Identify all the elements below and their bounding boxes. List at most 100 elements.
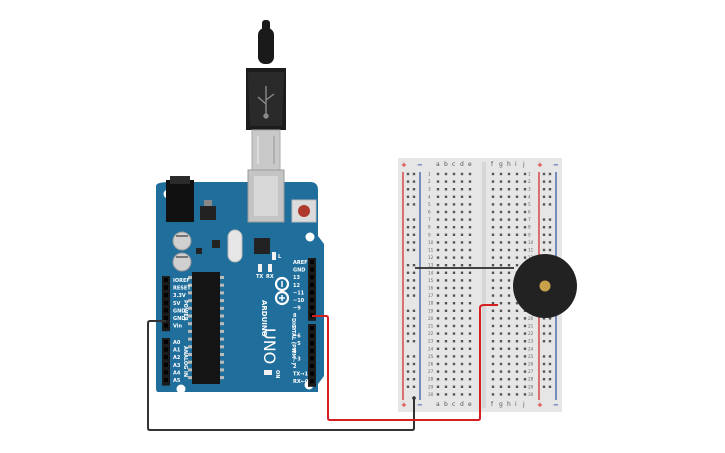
breadboard-hole[interactable] bbox=[452, 340, 456, 343]
breadboard-hole[interactable] bbox=[499, 362, 503, 366]
rail-hole[interactable] bbox=[412, 226, 416, 229]
breadboard-hole[interactable] bbox=[460, 195, 464, 198]
breadboard-hole[interactable] bbox=[460, 210, 464, 214]
breadboard-hole[interactable] bbox=[523, 378, 527, 381]
breadboard-hole[interactable] bbox=[436, 248, 440, 252]
breadboard-hole[interactable] bbox=[460, 256, 464, 259]
header-socket[interactable] bbox=[164, 285, 168, 290]
breadboard-hole[interactable] bbox=[444, 241, 448, 244]
rail-hole[interactable] bbox=[412, 355, 416, 358]
breadboard-hole[interactable] bbox=[460, 302, 464, 305]
header-socket[interactable] bbox=[310, 333, 314, 338]
breadboard-hole[interactable] bbox=[523, 324, 527, 328]
rail-hole[interactable] bbox=[406, 264, 410, 267]
header-socket[interactable] bbox=[310, 326, 314, 330]
breadboard-hole[interactable] bbox=[491, 347, 495, 350]
breadboard-hole[interactable] bbox=[507, 362, 511, 366]
breadboard-hole[interactable] bbox=[499, 294, 503, 297]
breadboard-hole[interactable] bbox=[507, 172, 511, 176]
rail-hole[interactable] bbox=[542, 385, 546, 388]
breadboard-hole[interactable] bbox=[515, 393, 519, 396]
header-socket[interactable] bbox=[310, 364, 314, 368]
breadboard-hole[interactable] bbox=[460, 203, 464, 206]
breadboard-hole[interactable] bbox=[436, 203, 440, 206]
breadboard-hole[interactable] bbox=[452, 188, 456, 191]
breadboard-hole[interactable] bbox=[444, 286, 448, 290]
breadboard-hole[interactable] bbox=[452, 309, 456, 312]
breadboard-hole[interactable] bbox=[507, 203, 511, 206]
breadboard-hole[interactable] bbox=[460, 241, 464, 244]
header-socket[interactable] bbox=[310, 356, 314, 361]
breadboard-hole[interactable] bbox=[491, 294, 495, 297]
breadboard-hole[interactable] bbox=[468, 233, 472, 236]
breadboard-hole[interactable] bbox=[507, 332, 511, 335]
breadboard-hole[interactable] bbox=[460, 218, 464, 221]
header-socket[interactable] bbox=[310, 298, 314, 302]
breadboard-hole[interactable] bbox=[444, 332, 448, 335]
breadboard-hole[interactable] bbox=[523, 256, 527, 259]
rail-hole[interactable] bbox=[542, 378, 546, 381]
breadboard-hole[interactable] bbox=[499, 188, 503, 191]
rail-hole[interactable] bbox=[406, 248, 410, 252]
header-socket[interactable] bbox=[164, 378, 168, 382]
breadboard-hole[interactable] bbox=[515, 233, 519, 236]
breadboard-hole[interactable] bbox=[515, 256, 519, 259]
breadboard-hole[interactable] bbox=[515, 172, 519, 176]
breadboard-hole[interactable] bbox=[523, 180, 527, 183]
breadboard-hole[interactable] bbox=[499, 347, 503, 350]
rail-hole[interactable] bbox=[406, 370, 410, 373]
rail-hole[interactable] bbox=[412, 248, 416, 252]
breadboard-hole[interactable] bbox=[460, 188, 464, 191]
breadboard-hole[interactable] bbox=[515, 241, 519, 244]
breadboard-hole[interactable] bbox=[468, 324, 472, 328]
rail-hole[interactable] bbox=[542, 218, 546, 221]
rail-hole[interactable] bbox=[542, 370, 546, 373]
rail-hole[interactable] bbox=[406, 233, 410, 236]
breadboard-hole[interactable] bbox=[444, 309, 448, 312]
breadboard-hole[interactable] bbox=[499, 203, 503, 206]
breadboard-hole[interactable] bbox=[491, 370, 495, 373]
breadboard-hole[interactable] bbox=[468, 302, 472, 305]
breadboard-hole[interactable] bbox=[507, 393, 511, 396]
rail-hole[interactable] bbox=[412, 385, 416, 388]
rail-hole[interactable] bbox=[412, 317, 416, 320]
breadboard-hole[interactable] bbox=[436, 286, 440, 290]
breadboard-hole[interactable] bbox=[491, 385, 495, 388]
breadboard-hole[interactable] bbox=[507, 264, 511, 267]
rail-hole[interactable] bbox=[542, 172, 546, 176]
breadboard-hole[interactable] bbox=[515, 355, 519, 358]
breadboard-hole[interactable] bbox=[499, 286, 503, 290]
breadboard-hole[interactable] bbox=[436, 302, 440, 305]
rail-hole[interactable] bbox=[542, 188, 546, 191]
breadboard-hole[interactable] bbox=[507, 385, 511, 388]
rail-hole[interactable] bbox=[542, 226, 546, 229]
breadboard-hole[interactable] bbox=[468, 332, 472, 335]
breadboard-hole[interactable] bbox=[491, 195, 495, 198]
breadboard-hole[interactable] bbox=[491, 279, 495, 282]
rail-hole[interactable] bbox=[412, 378, 416, 381]
breadboard-hole[interactable] bbox=[523, 241, 527, 244]
breadboard-hole[interactable] bbox=[436, 294, 440, 297]
breadboard-hole[interactable] bbox=[515, 362, 519, 366]
breadboard-hole[interactable] bbox=[452, 271, 456, 274]
rail-hole[interactable] bbox=[412, 241, 416, 244]
rail-hole[interactable] bbox=[412, 233, 416, 236]
breadboard-hole[interactable] bbox=[452, 241, 456, 244]
breadboard-hole[interactable] bbox=[452, 355, 456, 358]
breadboard-hole[interactable] bbox=[523, 195, 527, 198]
breadboard-hole[interactable] bbox=[499, 256, 503, 259]
breadboard-hole[interactable] bbox=[507, 226, 511, 229]
breadboard-hole[interactable] bbox=[444, 256, 448, 259]
breadboard-hole[interactable] bbox=[499, 180, 503, 183]
breadboard-hole[interactable] bbox=[499, 172, 503, 176]
breadboard-hole[interactable] bbox=[507, 256, 511, 259]
piezo-buzzer[interactable] bbox=[513, 254, 577, 318]
breadboard-hole[interactable] bbox=[499, 218, 503, 221]
breadboard-hole[interactable] bbox=[436, 210, 440, 214]
rail-hole[interactable] bbox=[542, 317, 546, 320]
breadboard-hole[interactable] bbox=[452, 317, 456, 320]
rail-hole[interactable] bbox=[406, 362, 410, 366]
breadboard-hole[interactable] bbox=[491, 393, 495, 396]
breadboard-hole[interactable] bbox=[515, 195, 519, 198]
breadboard-hole[interactable] bbox=[452, 218, 456, 221]
